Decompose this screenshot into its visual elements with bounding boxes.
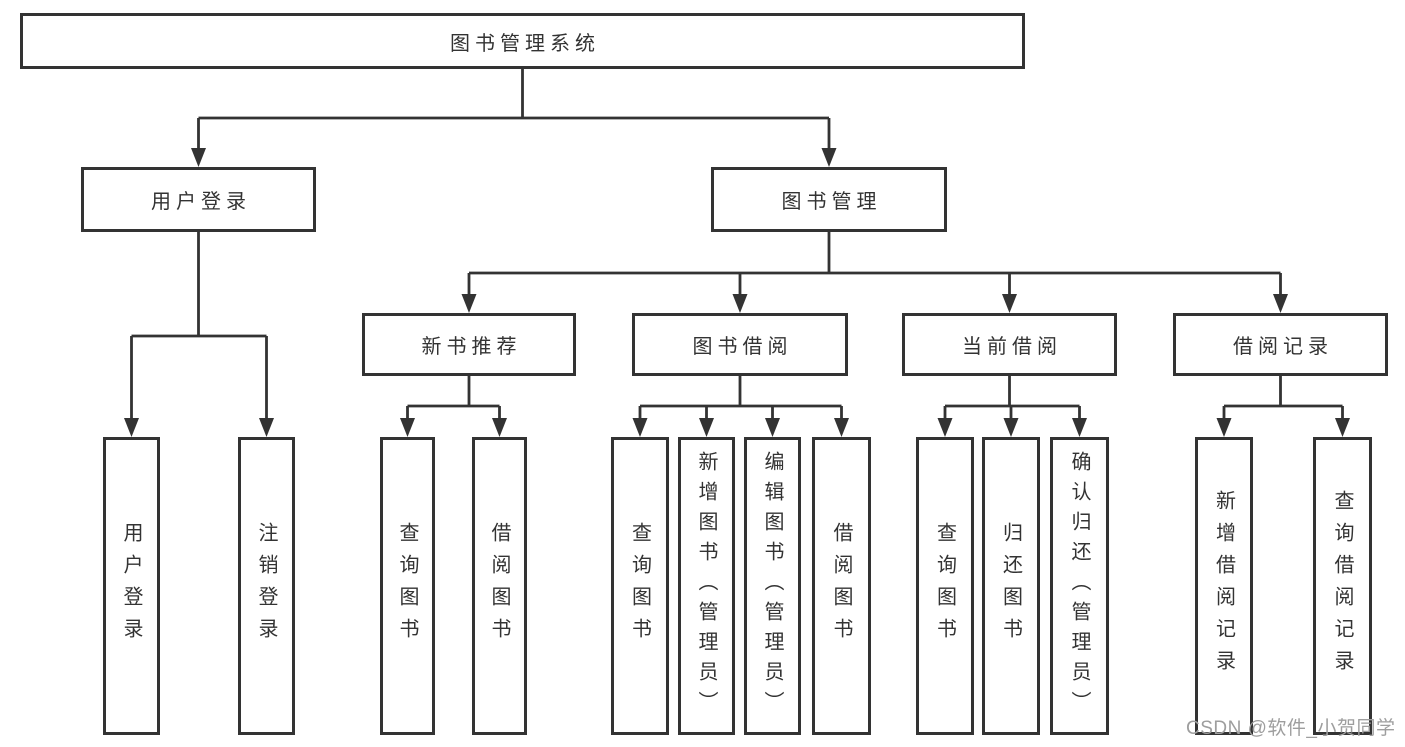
node-current-borrow: 当前借阅 <box>902 313 1117 376</box>
csdn-watermark: CSDN @软件_小贺同学 <box>1186 718 1396 739</box>
node-borrow-records: 借阅记录 <box>1173 313 1388 376</box>
leaf-current-return-book: 归还图书 <box>982 437 1040 735</box>
leaf-records-query-record: 查询借阅记录 <box>1313 437 1372 735</box>
leaf-current-confirm-return: 确认归还（管理员） <box>1050 437 1109 735</box>
leaf-logout: 注销登录 <box>238 437 295 735</box>
leaf-current-query-book: 查询图书 <box>916 437 974 735</box>
leaf-user-login: 用户登录 <box>103 437 160 735</box>
node-user-login: 用户登录 <box>81 167 316 232</box>
leaf-borrow-edit-book: 编辑图书（管理员） <box>744 437 801 735</box>
node-book-management: 图书管理 <box>711 167 947 232</box>
leaf-borrow-borrow-book: 借阅图书 <box>812 437 871 735</box>
leaf-recommend-query-book: 查询图书 <box>380 437 435 735</box>
leaf-recommend-borrow-book: 借阅图书 <box>472 437 527 735</box>
leaf-borrow-query-book: 查询图书 <box>611 437 669 735</box>
leaf-borrow-add-book: 新增图书（管理员） <box>678 437 735 735</box>
node-book-borrow: 图书借阅 <box>632 313 848 376</box>
arrowheads <box>124 148 1350 437</box>
leaf-records-add-record: 新增借阅记录 <box>1195 437 1253 735</box>
node-new-book-recommend: 新书推荐 <box>362 313 576 376</box>
node-root-system: 图书管理系统 <box>20 13 1025 69</box>
